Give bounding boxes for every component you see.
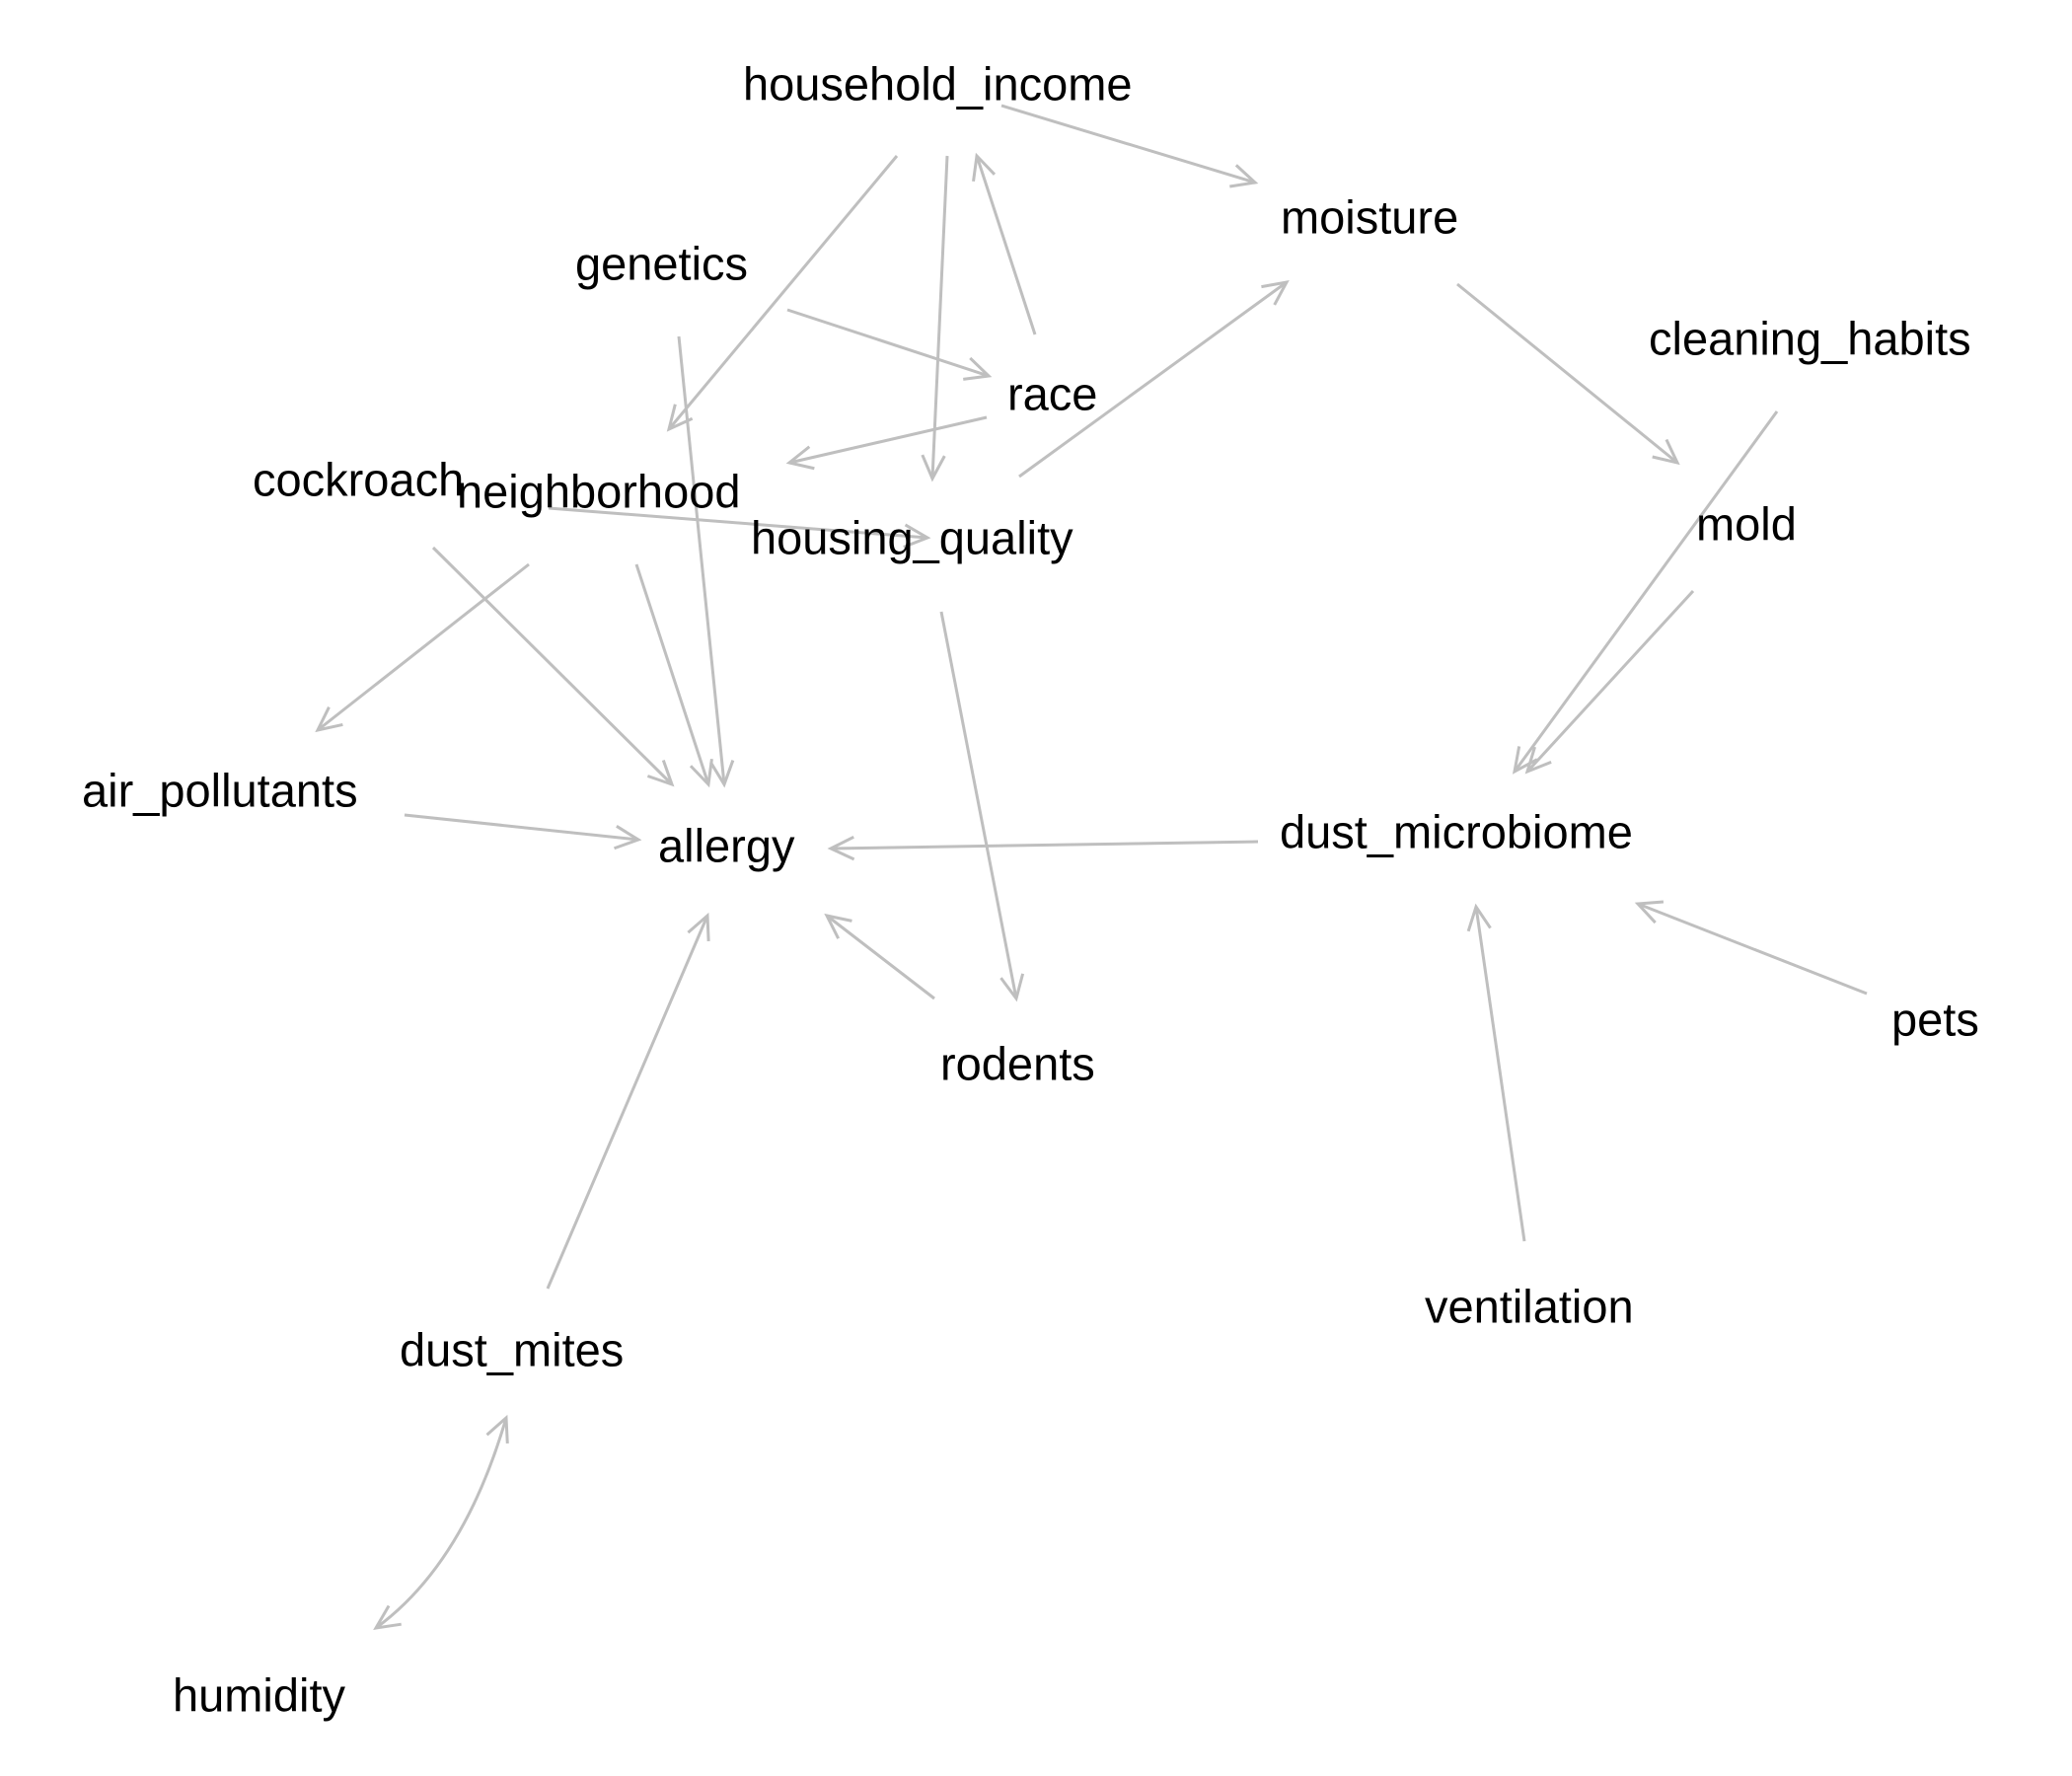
edge-line: [677, 335, 726, 785]
edge-line: [546, 915, 709, 1290]
edge-line: [1525, 589, 1695, 774]
edge-line: [1474, 906, 1526, 1242]
node-moisture: moisture: [1281, 190, 1458, 243]
arrow-head: [689, 759, 713, 788]
edge-line: [375, 1417, 508, 1630]
edge-pets-to-dust_microbiome: [1634, 900, 1868, 996]
edge-line: [1018, 280, 1288, 479]
edge-housing_quality-to-rodents: [939, 611, 1025, 1002]
edge-line: [939, 611, 1018, 999]
edge-line: [975, 155, 1037, 335]
edge-neighborhood-to-allergy: [634, 563, 713, 788]
node-air-pollutants: air_pollutants: [82, 764, 358, 816]
arrow-head: [315, 706, 343, 733]
arrow-head: [646, 759, 675, 787]
edge-line: [788, 415, 988, 465]
edge-line: [404, 813, 639, 842]
edge-cockroach-to-allergy: [431, 546, 675, 787]
edge-ventilation-to-dust_microbiome: [1466, 903, 1526, 1242]
edge-neighborhood-to-air_pollutants: [315, 562, 530, 733]
node-pets: pets: [1891, 993, 1979, 1045]
node-housing-quality: housing_quality: [751, 511, 1073, 563]
edge-line: [826, 914, 935, 1000]
edge-line: [317, 562, 530, 732]
edge-line: [1637, 902, 1868, 996]
node-household-income: household_income: [743, 57, 1133, 110]
node-genetics: genetics: [575, 237, 748, 289]
edge-cleaning_habits-to-dust_microbiome: [1512, 410, 1779, 775]
edge-mold-to-dust_microbiome: [1524, 589, 1695, 775]
node-ventilation: ventilation: [1425, 1280, 1634, 1332]
arrow-head: [614, 825, 642, 851]
edge-line: [634, 563, 710, 785]
edge-dust_microbiome-to-allergy: [827, 836, 1259, 861]
edge-line: [830, 840, 1259, 851]
edge-genetics-to-allergy: [677, 335, 735, 788]
arrow-head: [921, 454, 946, 482]
edge-layer: [315, 104, 1868, 1630]
arrow-head: [373, 1604, 402, 1630]
arrow-head: [999, 973, 1025, 1002]
node-humidity: humidity: [173, 1668, 346, 1721]
arrow-head: [785, 445, 815, 471]
node-race: race: [1007, 367, 1097, 419]
node-mold: mold: [1696, 497, 1797, 550]
node-allergy: allergy: [658, 819, 795, 871]
arrow-head: [827, 836, 855, 861]
arrow-head: [485, 1414, 509, 1444]
edge-housing_quality-to-moisture: [1018, 279, 1290, 479]
arrow-head: [1634, 900, 1665, 925]
arrow-head: [1524, 746, 1552, 775]
edge-genetics-to-race: [786, 308, 993, 381]
edge-race-to-neighborhood: [785, 415, 988, 471]
edge-line: [431, 546, 674, 786]
arrow-head: [903, 523, 931, 549]
edge-household_income-to-neighborhood: [666, 155, 899, 432]
edge-rodents-to-allergy: [824, 913, 935, 1000]
arrow-head: [972, 152, 997, 182]
edge-dust_mites-to-humidity: [373, 1414, 509, 1630]
edge-line: [1513, 410, 1779, 773]
edge-line: [930, 155, 949, 480]
arrow-head: [1261, 279, 1290, 306]
edge-neighborhood-to-housing_quality: [548, 506, 931, 549]
node-layer: household_income moisture genetics cleaning…: [82, 57, 1979, 1721]
arrow-head: [1229, 164, 1259, 188]
edge-line: [786, 308, 990, 378]
arrow-head: [666, 404, 694, 432]
arrow-head: [824, 913, 852, 939]
edge-air_pollutants-to-allergy: [404, 813, 642, 851]
node-neighborhood: neighborhood: [457, 465, 741, 517]
node-cleaning-habits: cleaning_habits: [1649, 312, 1971, 364]
arrow-head: [1466, 903, 1492, 932]
node-cockroach: cockroach: [253, 453, 464, 505]
edge-household_income-to-moisture: [1000, 104, 1259, 188]
edge-line: [1456, 282, 1678, 465]
arrow-head: [963, 356, 993, 381]
edge-moisture-to-mold: [1456, 282, 1680, 466]
arrow-head: [709, 760, 735, 788]
node-rodents: rodents: [940, 1037, 1095, 1089]
node-dust-mites: dust_mites: [400, 1323, 624, 1375]
edge-household_income-to-housing_quality: [921, 155, 949, 482]
node-dust-microbiome: dust_microbiome: [1280, 805, 1633, 857]
arrow-head: [687, 912, 710, 942]
edge-line: [548, 506, 928, 540]
arrow-head: [1652, 438, 1680, 466]
edge-line: [1000, 104, 1256, 185]
edge-line: [667, 155, 899, 430]
edge-race-to-household_income: [972, 152, 1037, 335]
edge-dust_mites-to-allergy: [546, 912, 710, 1290]
